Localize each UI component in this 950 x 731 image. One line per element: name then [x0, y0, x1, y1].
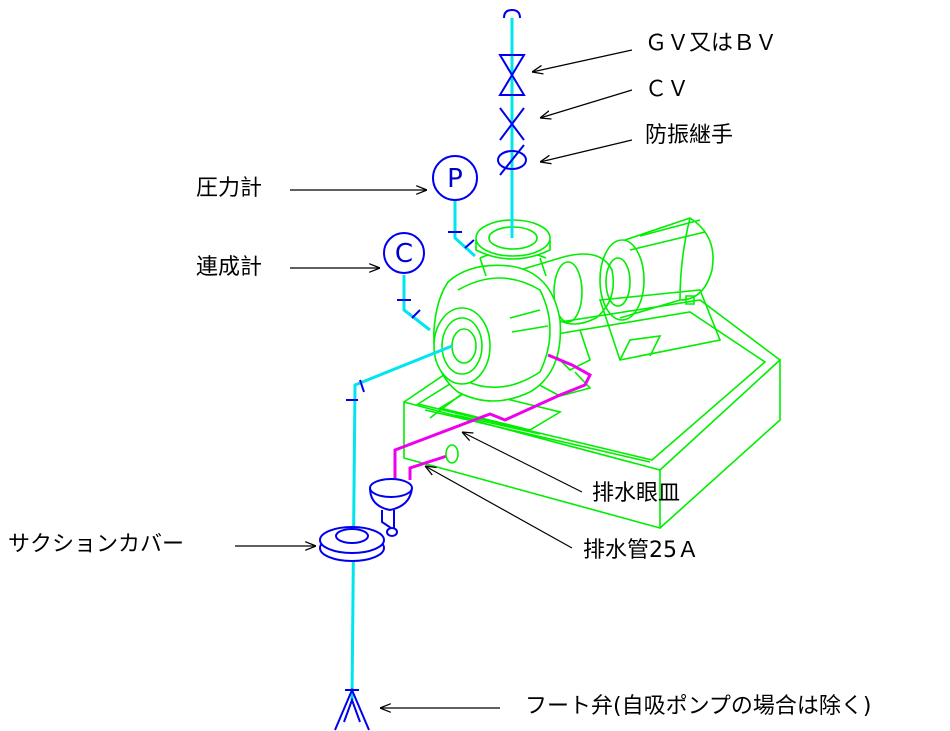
label-drain-pipe: 排水管25Ａ	[583, 538, 699, 563]
suction-pipe	[350, 344, 453, 701]
pipe-ticks	[346, 231, 475, 401]
foot-valve	[334, 687, 370, 731]
compound-gauge-letter: C	[395, 239, 413, 269]
label-drain-pan: 排水眼皿	[592, 481, 681, 506]
drain-pipe-opening	[445, 444, 459, 464]
arrow-drain-pan	[462, 432, 583, 493]
compound-gauge-line	[402, 275, 431, 332]
drain-pan-funnel	[369, 478, 413, 537]
label-gv-bv: ＧＶ又はＢＶ	[645, 31, 778, 56]
pressure-gauge: P	[432, 155, 478, 201]
label-compound-gauge: 連成計	[196, 255, 263, 280]
arrow-cv	[540, 89, 633, 118]
gate-valve-symbol	[498, 8, 526, 96]
flexible-joint-symbol	[497, 144, 527, 176]
drain-piping	[393, 353, 592, 480]
pump-casing	[433, 250, 562, 402]
arrow-drain-pipe	[425, 466, 573, 549]
label-foot-valve: フート弁(自吸ポンプの場合は除く)	[525, 694, 872, 719]
arrow-gv-bv	[532, 49, 633, 72]
label-cv: ＣＶ	[645, 77, 690, 102]
pressure-gauge-line	[453, 200, 477, 258]
label-suction-cover: サクションカバー	[8, 532, 185, 557]
arrow-flex-joint	[540, 139, 633, 162]
check-valve-symbol	[499, 107, 525, 141]
label-flex-joint: 防振継手	[645, 123, 734, 148]
compound-gauge: C	[383, 232, 425, 274]
label-pressure-gauge: 圧力計	[196, 176, 263, 201]
suction-cover	[319, 526, 385, 562]
callout-arrows	[235, 49, 633, 708]
pressure-gauge-letter: P	[447, 164, 463, 194]
